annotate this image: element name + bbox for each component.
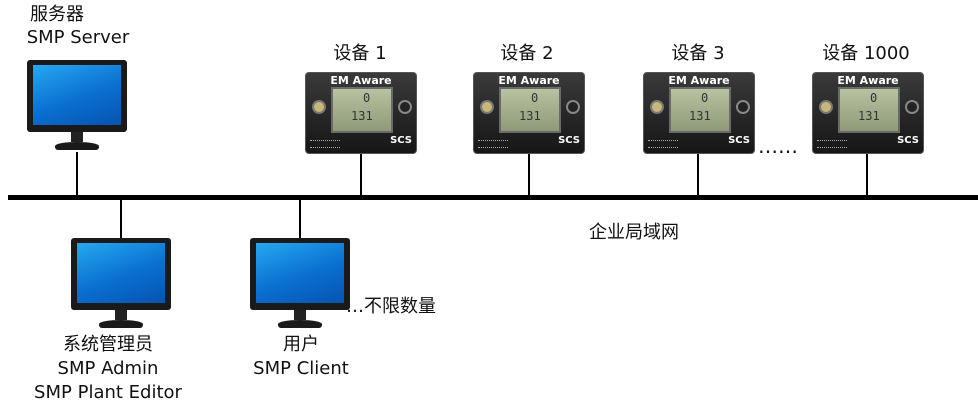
server-name: 服务器: [30, 4, 84, 25]
device-2-connector: [528, 154, 530, 196]
device-2-logo: SCS: [558, 135, 580, 146]
network-bus: [8, 195, 978, 200]
device-1000-label: 设备 1000: [822, 43, 910, 64]
device-1-label: 设备 1: [333, 43, 387, 64]
client-connector: [299, 200, 301, 238]
device-1-brand: EM Aware: [330, 74, 392, 87]
device-3-label: 设备 3: [671, 43, 725, 64]
network-label: 企业局域网: [589, 222, 679, 243]
device-3-connector: [697, 154, 699, 196]
client-name: 用户: [283, 334, 319, 355]
device-2-label: 设备 2: [500, 43, 554, 64]
admin-role: SMP Admin: [57, 358, 159, 379]
server-role: SMP Server: [26, 27, 130, 48]
admin-monitor-icon: [71, 238, 171, 330]
client-more-label: …不限数量: [346, 296, 436, 317]
device-1000-connector: [866, 154, 868, 196]
device-1-logo: SCS: [390, 135, 412, 146]
admin-name: 系统管理员: [63, 334, 153, 355]
client-role: SMP Client: [253, 358, 349, 379]
device-1-connector: [360, 154, 362, 196]
client-monitor-icon: [250, 238, 350, 330]
admin-connector: [120, 200, 122, 238]
device-3-brand: EM Aware: [668, 74, 730, 87]
device-1000-logo: SCS: [897, 135, 919, 146]
device-ellipsis: ……: [758, 134, 798, 158]
server-connector: [76, 152, 78, 196]
device-3-logo: SCS: [728, 135, 750, 146]
device-2-brand: EM Aware: [498, 74, 560, 87]
device-1000-brand: EM Aware: [837, 74, 899, 87]
server-monitor-icon: [27, 60, 127, 152]
admin-editor-role: SMP Plant Editor: [34, 382, 182, 403]
